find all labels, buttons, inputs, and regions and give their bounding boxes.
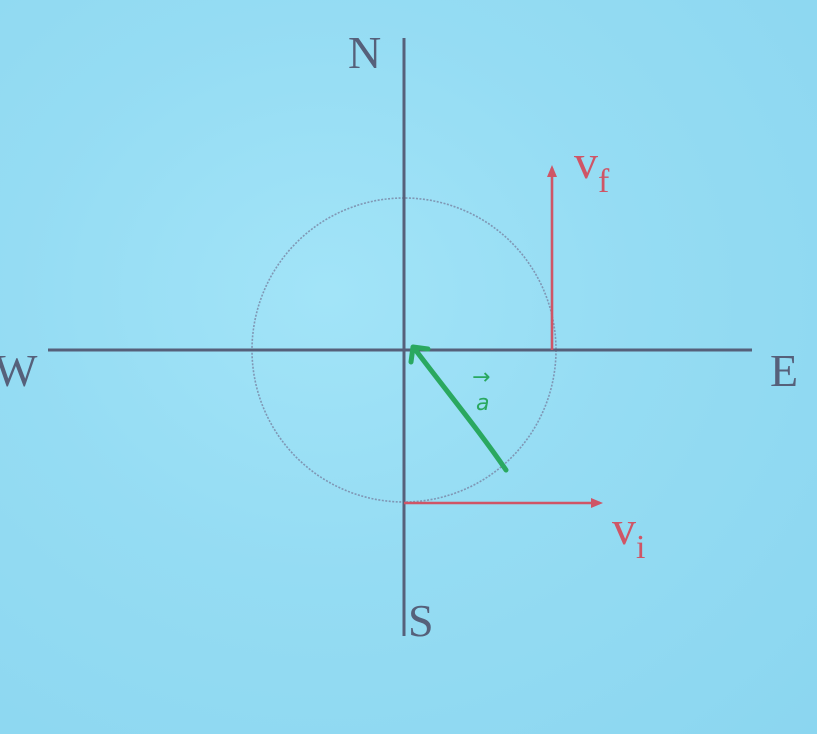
- east-label: E: [770, 345, 798, 396]
- south-label: S: [408, 595, 434, 646]
- acceleration-arrow-glyph: →: [472, 365, 490, 390]
- initial-velocity-symbol: v: [612, 502, 636, 555]
- final-velocity-subscript: f: [598, 163, 610, 200]
- west-label: W: [0, 345, 38, 396]
- acceleration-label: a: [476, 391, 489, 416]
- acceleration-head: [408, 344, 431, 365]
- initial-velocity-subscript: i: [636, 529, 645, 566]
- acceleration-arrow: [408, 344, 509, 473]
- north-label: N: [348, 27, 381, 78]
- final-velocity-label: vf: [574, 136, 610, 200]
- acceleration-shaft: [411, 345, 509, 473]
- final-velocity-symbol: v: [574, 136, 598, 189]
- initial-velocity-label: vi: [612, 502, 645, 566]
